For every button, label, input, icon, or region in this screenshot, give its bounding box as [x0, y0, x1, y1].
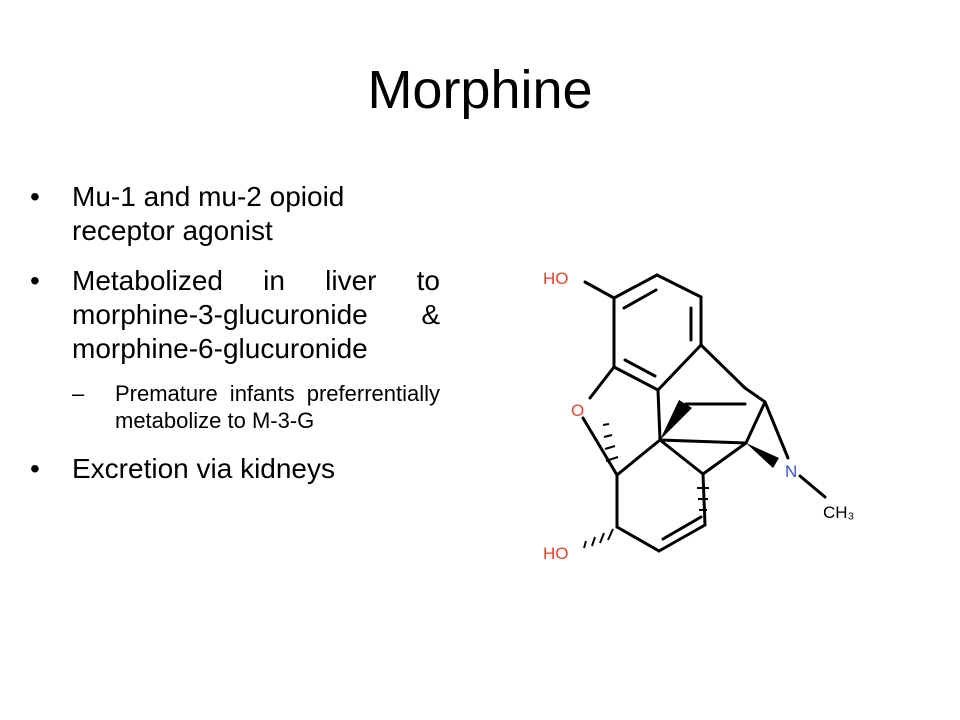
bullet-list: • Mu-1 and mu-2 opioid receptor agonist …: [30, 180, 440, 502]
bond: [743, 386, 767, 404]
sub-bullet-text: Premature infants preferrentially metabo…: [115, 381, 440, 433]
bond: [798, 474, 827, 499]
hash-line: [583, 540, 587, 549]
bond: [701, 441, 748, 476]
bond: [623, 358, 657, 378]
bond: [615, 525, 661, 553]
ring-oxygen-label: O: [571, 401, 584, 420]
hash-line: [607, 528, 614, 541]
bond: [581, 416, 619, 477]
morphine-structure-diagram: HO O N CH₃ HO: [543, 269, 854, 563]
bullet-text: Excretion via kidneys: [72, 453, 336, 484]
bond-lines: [581, 273, 827, 553]
bullet-receptor-agonist: • Mu-1 and mu-2 opioid receptor agonist: [30, 180, 440, 248]
bond: [615, 438, 662, 477]
bond: [658, 438, 748, 445]
bullet-excretion: • Excretion via kidneys: [30, 452, 440, 486]
bond: [657, 523, 707, 553]
hash-line: [604, 445, 616, 450]
bond: [656, 388, 662, 442]
hash-line: [591, 536, 596, 547]
bond: [655, 273, 703, 299]
bond: [612, 365, 660, 392]
bullet-marker: •: [30, 453, 40, 484]
bond: [661, 515, 703, 541]
bond: [744, 400, 767, 445]
bond: [612, 273, 659, 300]
sub-bullet-marker: –: [72, 381, 85, 406]
bond: [763, 400, 790, 460]
bullet-text: Metabolized in liver to morphine-3-glucu…: [72, 265, 440, 364]
bullet-metabolism: • Metabolized in liver to morphine-3-glu…: [30, 264, 440, 434]
bond: [656, 343, 703, 392]
bullet-marker: •: [30, 265, 40, 296]
hydroxyl-top-label: HO: [543, 269, 569, 288]
sub-bullet-premature-infants: – Premature infants preferrentially meta…: [72, 380, 440, 434]
bond: [699, 343, 747, 390]
bullet-text: Mu-1 and mu-2 opioid receptor agonist: [72, 181, 345, 246]
wedge-bond: [746, 443, 779, 468]
bond: [588, 365, 616, 400]
nitrogen-label: N: [785, 462, 797, 481]
bond: [583, 280, 616, 300]
hash-line: [602, 423, 610, 426]
hydroxyl-bottom-label: HO: [543, 544, 569, 563]
bond: [622, 288, 658, 310]
hash-line: [599, 532, 605, 544]
sub-bullet-list: – Premature infants preferrentially meta…: [72, 380, 440, 434]
hash-line: [603, 434, 613, 438]
methyl-label: CH₃: [823, 503, 854, 522]
wedge-bond: [660, 400, 692, 440]
slide-title: Morphine: [367, 60, 593, 120]
hashed-bonds: [583, 423, 709, 549]
bond: [658, 438, 705, 476]
bullet-marker: •: [30, 181, 40, 212]
hash-line: [605, 456, 619, 462]
